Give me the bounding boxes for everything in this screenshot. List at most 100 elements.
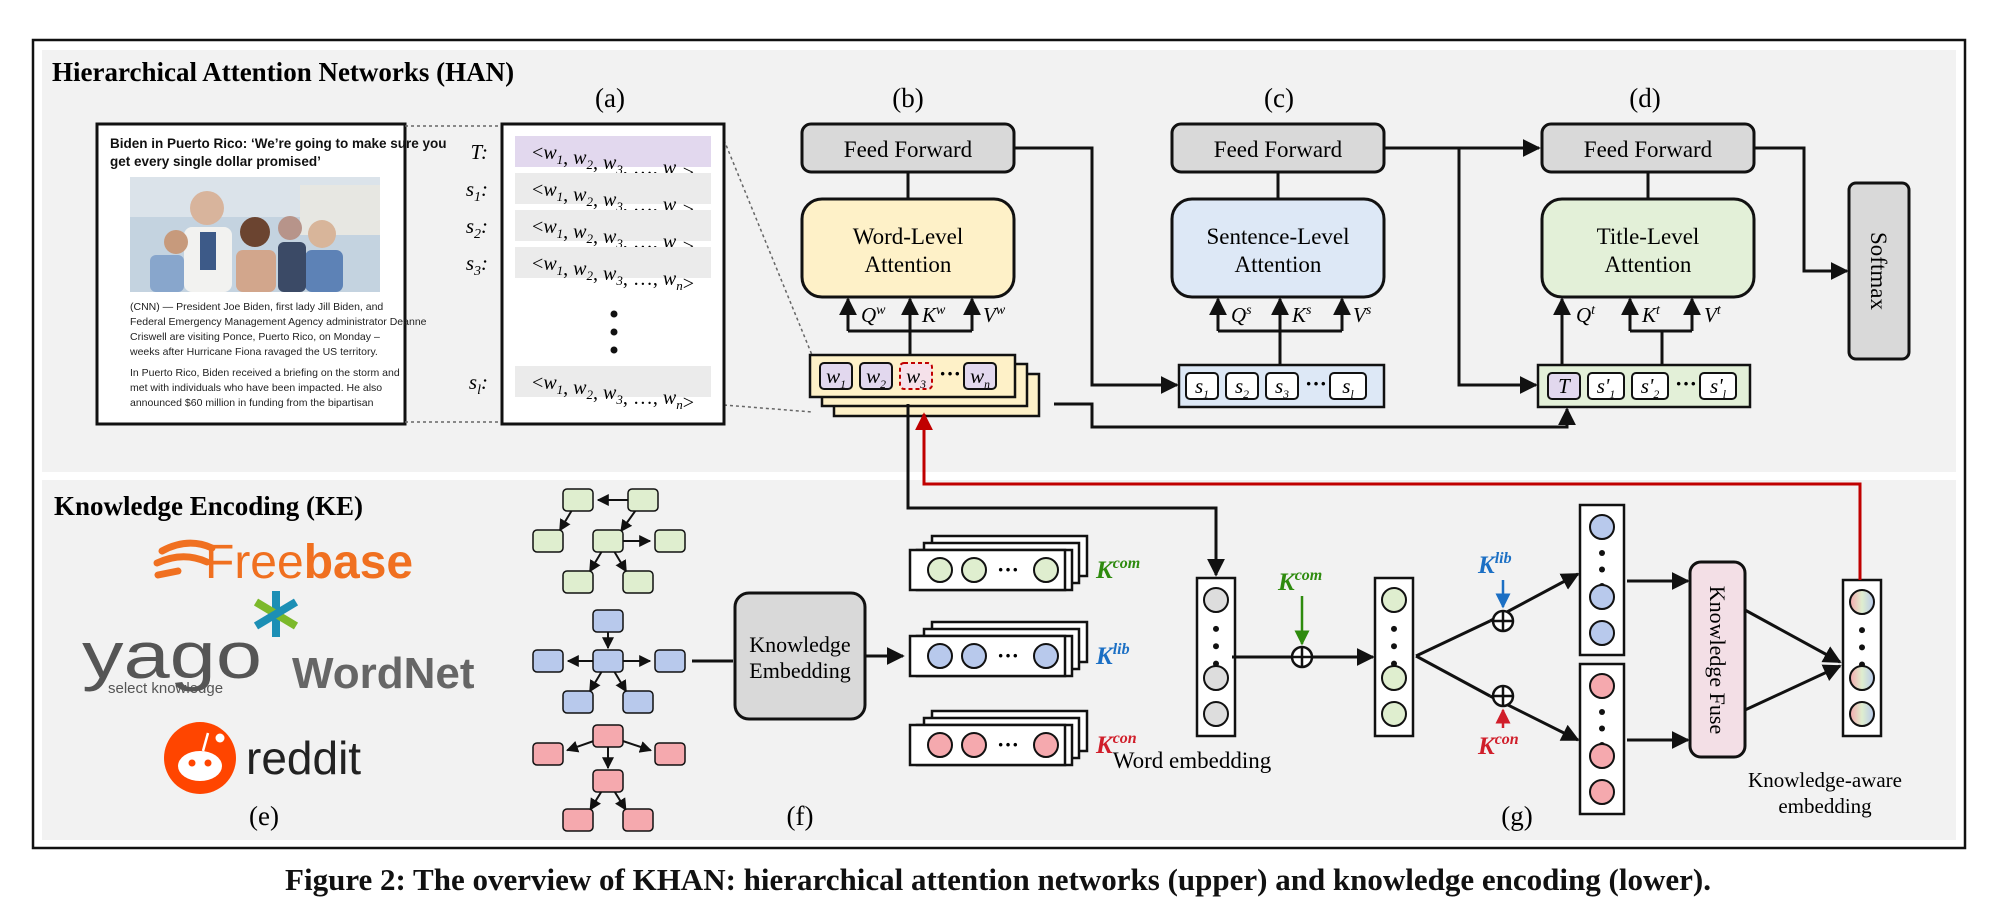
ellipsis-dot <box>610 328 618 336</box>
reddit-logo: reddit <box>164 722 361 794</box>
han-connections <box>1014 139 1849 429</box>
token-box: s'2 <box>1631 372 1669 401</box>
add-ops <box>1290 609 1515 708</box>
q-word: Qw <box>861 303 886 327</box>
wordnet-logo: WordNet <box>292 649 475 698</box>
q-sentence: Qs <box>1231 303 1252 327</box>
embedding-cell <box>1849 589 1875 615</box>
embedding-cell <box>1589 584 1615 610</box>
embedding-cell <box>927 643 953 669</box>
sequence-row-text: <w1, w2, w3, …, wn> <box>532 253 694 295</box>
kg-node <box>654 649 686 673</box>
sequence-row-label: T: <box>470 140 488 164</box>
embedding-cell <box>961 557 987 583</box>
panel-label-f: (f) <box>787 801 814 831</box>
kg-node <box>622 570 654 594</box>
panel-label-b: (b) <box>892 83 923 113</box>
panel-label-d: (d) <box>1629 83 1660 113</box>
panel-label-g: (g) <box>1501 801 1532 831</box>
panel-label-a: (a) <box>595 83 625 113</box>
ellipsis-dot <box>610 310 618 318</box>
kg-conservative <box>532 724 686 832</box>
softmax-block <box>1847 181 1911 361</box>
panel-label-c: (c) <box>1264 83 1294 113</box>
knowledge-aware-vector <box>1841 578 1883 738</box>
article-photo <box>130 177 380 292</box>
embedding-cell <box>961 732 987 758</box>
sequence-row-label: s1: <box>466 177 488 205</box>
kg-liberal <box>532 609 686 714</box>
embedding-cell <box>1589 743 1615 769</box>
k-label: Kcon <box>1095 730 1137 759</box>
embedding-cell <box>1381 665 1407 691</box>
word-embedding-label: Word embedding <box>1113 748 1272 773</box>
k-sentence: Ks <box>1291 303 1312 327</box>
k-com-label-fuse: Kcom <box>1277 567 1322 596</box>
token-box: w2 <box>859 362 893 391</box>
kg-node <box>562 488 594 512</box>
svg-text:select knowledge: select knowledge <box>108 680 223 697</box>
token-box: w3 <box>899 362 933 391</box>
embedding-cell <box>1589 779 1615 805</box>
sequence-row: sl: <w1, w2, w3, …, wn> <box>469 366 711 414</box>
token-box: s2 <box>1225 372 1259 401</box>
ke-connections <box>906 404 1862 749</box>
sequence-row-label: sl: <box>469 370 488 398</box>
token-ellipsis: ··· <box>1305 371 1327 396</box>
svg-text:s'2: s'2 <box>1641 374 1660 401</box>
svg-text:reddit: reddit <box>246 732 361 784</box>
kg-node <box>654 742 686 766</box>
word-embedding-vector <box>1195 576 1237 738</box>
k-title: Kt <box>1641 303 1661 327</box>
kg-node <box>622 690 654 714</box>
k-lib-stack: ···Klib <box>908 620 1130 678</box>
svg-text:···: ··· <box>997 732 1019 757</box>
word-level-attention-block <box>800 197 1016 299</box>
kg-node <box>592 724 624 748</box>
knowledge-fuse-label: Knowledge Fuse <box>1705 586 1730 734</box>
embedding-cell <box>961 643 987 669</box>
liberal-fused-vector <box>1578 503 1626 657</box>
svg-text:wn: wn <box>970 364 990 391</box>
token-box: w1 <box>819 362 853 391</box>
knowledge-fuse-block <box>1688 560 1747 759</box>
embedding-cell <box>927 732 953 758</box>
embedding-cell <box>1203 587 1229 613</box>
zoom-connector-right-bottom <box>723 404 813 413</box>
kg-node <box>627 488 659 512</box>
sequence-row-text: <w1, w2, w3, …, wn> <box>532 372 694 414</box>
embedding-cell <box>927 557 953 583</box>
token-box: wn <box>963 362 997 391</box>
svg-text:s1: s1 <box>1195 374 1209 401</box>
han-title: Hierarchical Attention Networks (HAN) <box>52 57 514 87</box>
token-box: s3 <box>1265 372 1299 401</box>
title-level-attention-block <box>1540 197 1756 299</box>
kg-node <box>622 808 654 832</box>
k-com-stack: ···Kcom <box>908 534 1140 592</box>
panel-label-e: (e) <box>249 801 279 831</box>
feed-forward-label-word: Feed Forward <box>844 137 973 162</box>
svg-text:yago: yago <box>82 618 262 692</box>
sequence-row-label: s3: <box>466 251 488 279</box>
feed-forward-label-title: Feed Forward <box>1584 137 1713 162</box>
kg-node <box>654 529 686 553</box>
feed-forward-label-sentence: Feed Forward <box>1214 137 1343 162</box>
k-con-label-fuse: Kcon <box>1477 731 1519 760</box>
token-box: s1 <box>1185 372 1219 401</box>
sequence-panel: T: <w1, w2, w3, …, wn> s1: <w1, w2, w3, …, … <box>466 122 726 426</box>
svg-text:···: ··· <box>997 643 1019 668</box>
kg-node <box>562 808 594 832</box>
ellipsis-dot <box>610 346 618 354</box>
svg-text:w1: w1 <box>826 364 846 391</box>
token-box: T <box>1547 372 1581 400</box>
kg-node <box>532 529 564 553</box>
svg-text:s'l: s'l <box>1710 374 1726 401</box>
embedding-cell <box>1589 673 1615 699</box>
svg-text:w3: w3 <box>906 364 926 391</box>
kg-node <box>592 769 624 793</box>
embedding-cell <box>1203 701 1229 727</box>
qkv-title <box>1553 297 1701 365</box>
token-box: sl <box>1329 372 1367 401</box>
